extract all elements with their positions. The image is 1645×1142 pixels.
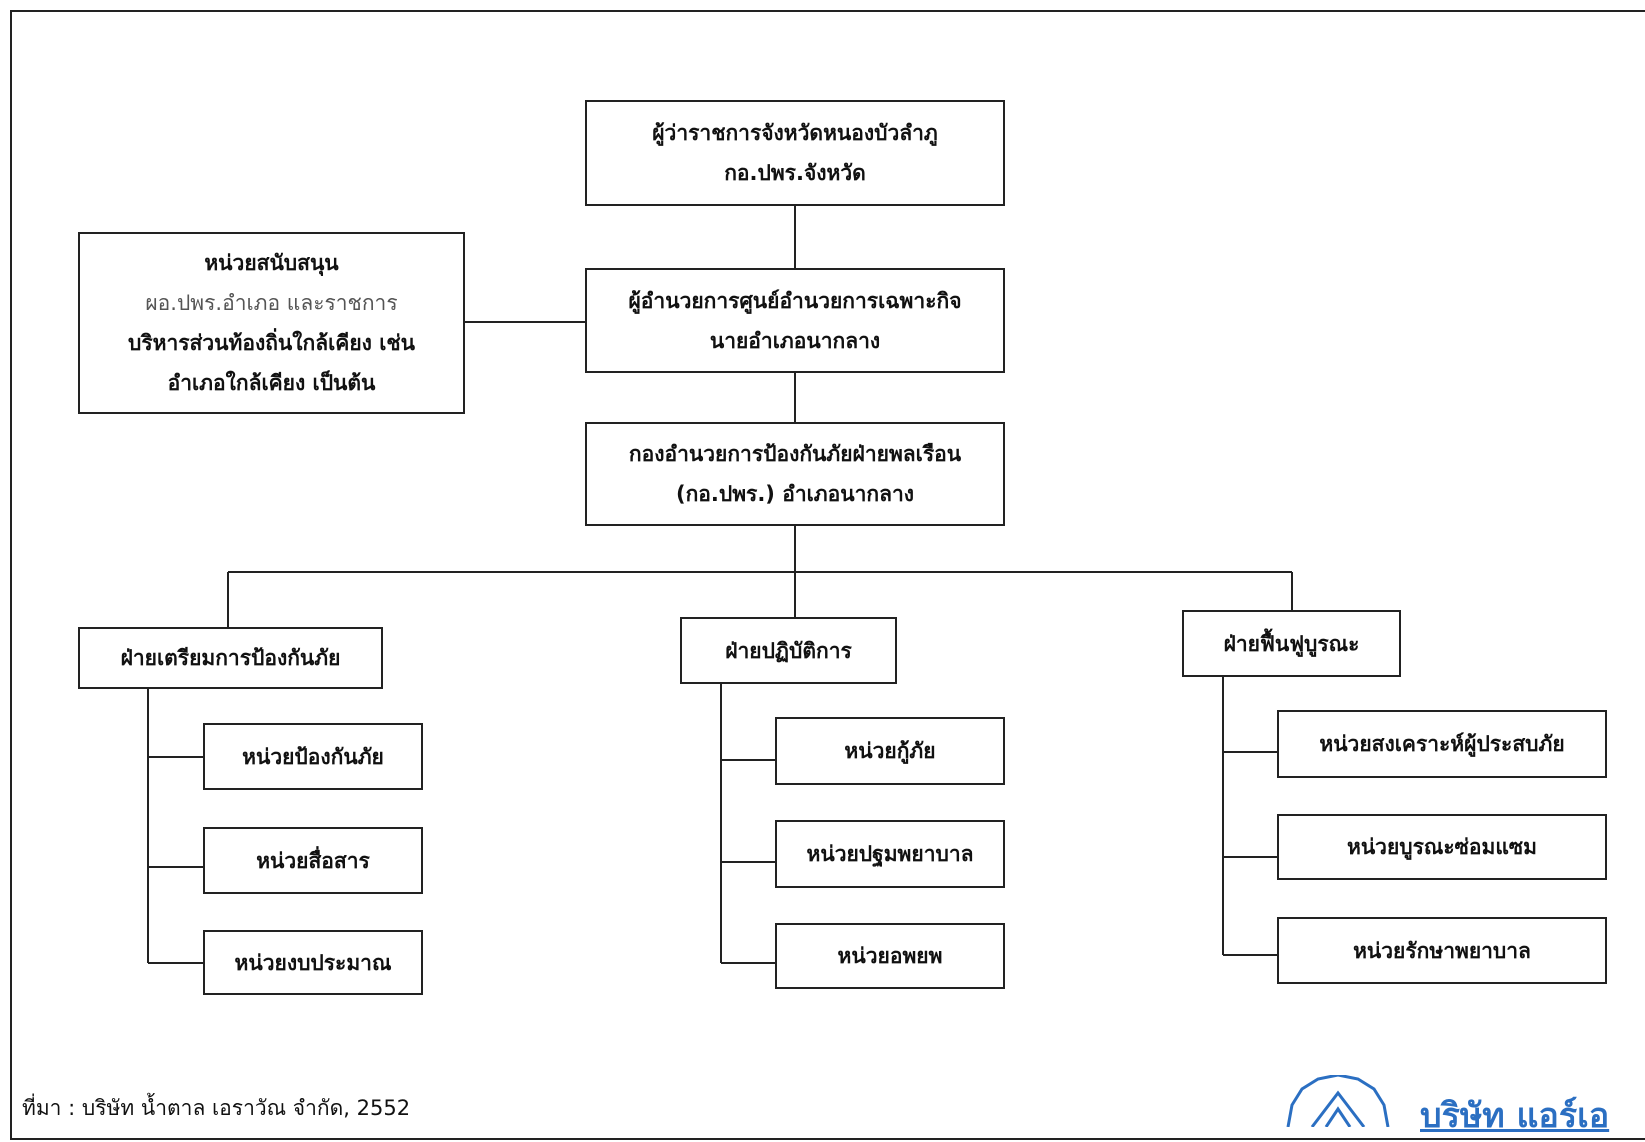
support-unit-title: หน่วยสนับสนุน <box>204 251 339 275</box>
director-subtitle: นายอำเภอนากลาง <box>709 328 881 353</box>
support-unit-line3: อำเภอใกล้เคียง เป็นต้น <box>167 371 376 395</box>
company-gear-logo-icon <box>1286 1075 1390 1127</box>
unit-box: หน่วยสื่อสาร <box>203 827 423 894</box>
source-caption: ที่มา : บริษัท น้ำตาล เอราวัณ จำกัด, 255… <box>22 1096 411 1120</box>
unit-label: หน่วยรักษาพยาบาล <box>1353 938 1531 963</box>
unit-box: หน่วยสงเคราะห์ผู้ประสบภัย <box>1277 710 1607 778</box>
governor-box: ผู้ว่าราชการจังหวัดหนองบัวลำภู กอ.ปพร.จั… <box>585 100 1005 206</box>
unit-label: หน่วยอพยพ <box>837 944 943 968</box>
director-box: ผู้อำนวยการศูนย์อำนวยการเฉพาะกิจ นายอำเภ… <box>585 268 1005 373</box>
division-restoration-label: ฝ่ายฟื้นฟูบูรณะ <box>1223 631 1360 656</box>
governor-subtitle: กอ.ปพร.จังหวัด <box>724 161 866 185</box>
governor-title: ผู้ว่าราชการจังหวัดหนองบัวลำภู <box>652 121 938 145</box>
unit-box: หน่วยกู้ภัย <box>775 717 1005 785</box>
director-title: ผู้อำนวยการศูนย์อำนวยการเฉพาะกิจ <box>628 288 962 313</box>
support-unit-line2: บริหารส่วนท้องถิ่นใกล้เคียง เช่น <box>128 331 415 355</box>
support-unit-line1: ผอ.ปพร.อำเภอ และราชการ <box>145 291 398 315</box>
division-restoration: ฝ่ายฟื้นฟูบูรณะ <box>1182 610 1401 677</box>
division-operations-label: ฝ่ายปฏิบัติการ <box>725 638 852 663</box>
unit-label: หน่วยกู้ภัย <box>844 739 936 763</box>
unit-box: หน่วยอพยพ <box>775 923 1005 989</box>
unit-box: หน่วยงบประมาณ <box>203 930 423 995</box>
support-unit-box: หน่วยสนับสนุน ผอ.ปพร.อำเภอ และราชการ บริ… <box>78 232 465 414</box>
division-preparation-label: ฝ่ายเตรียมการป้องกันภัย <box>120 646 341 670</box>
unit-label: หน่วยปฐมพยาบาล <box>806 842 974 866</box>
unit-box: หน่วยปฐมพยาบาล <box>775 820 1005 888</box>
command-box: กองอำนวยการป้องกันภัยฝ่ายพลเรือน (กอ.ปพร… <box>585 422 1005 526</box>
command-subtitle: (กอ.ปพร.) อำเภอนากลาง <box>675 482 915 506</box>
unit-label: หน่วยป้องกันภัย <box>242 744 384 769</box>
unit-label: หน่วยงบประมาณ <box>234 950 392 975</box>
division-operations: ฝ่ายปฏิบัติการ <box>680 617 897 684</box>
division-preparation: ฝ่ายเตรียมการป้องกันภัย <box>78 627 383 689</box>
command-title: กองอำนวยการป้องกันภัยฝ่ายพลเรือน <box>628 442 962 466</box>
unit-label: หน่วยสื่อสาร <box>256 848 370 873</box>
unit-label: หน่วยสงเคราะห์ผู้ประสบภัย <box>1319 732 1565 756</box>
unit-box: หน่วยป้องกันภัย <box>203 723 423 790</box>
unit-box: หน่วยบูรณะซ่อมแซม <box>1277 814 1607 880</box>
unit-box: หน่วยรักษาพยาบาล <box>1277 917 1607 984</box>
company-logo-text: บริษัท แอร์เอ <box>1420 1096 1610 1136</box>
unit-label: หน่วยบูรณะซ่อมแซม <box>1346 835 1537 859</box>
